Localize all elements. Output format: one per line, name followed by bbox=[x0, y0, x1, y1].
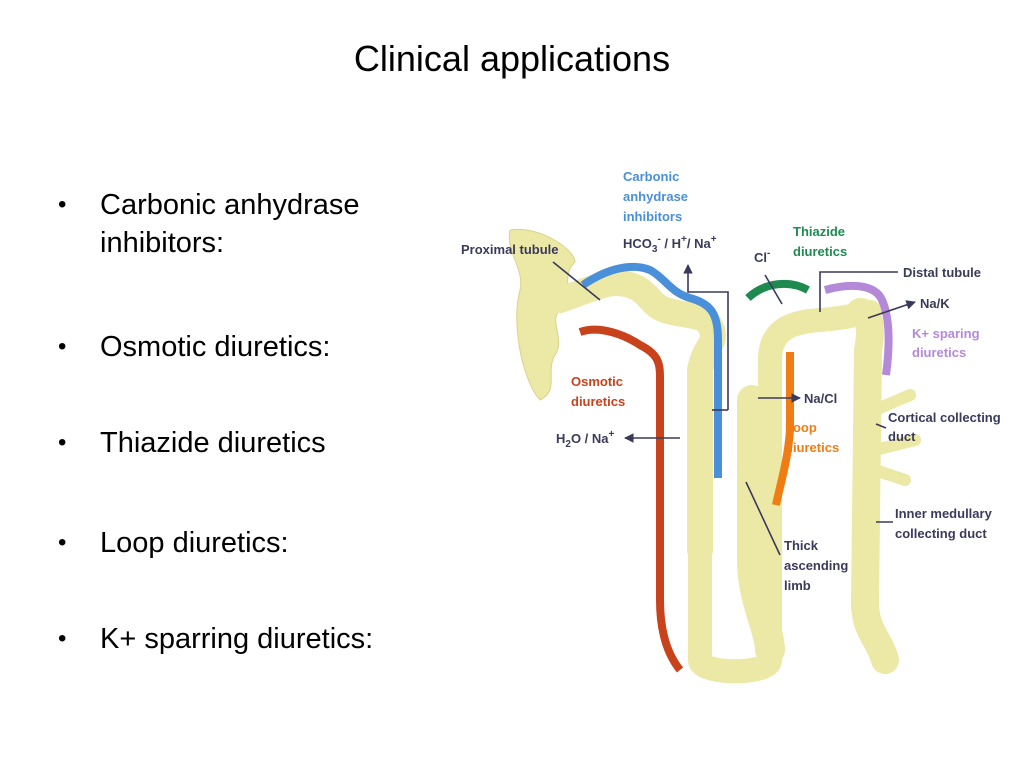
osmotic-label-line1: Osmotic bbox=[571, 374, 623, 389]
bullet-text: Carbonic anhydrase inhibitors: bbox=[100, 189, 360, 259]
nephron-diagram: Carbonic anhydrase inhibitors HCO3- / H+… bbox=[461, 169, 1001, 684]
carbonic-label-line1: Carbonic bbox=[623, 169, 679, 184]
thick-pointer bbox=[745, 481, 781, 556]
thick-label-line3: limb bbox=[784, 578, 811, 593]
bullet-text: Loop diuretics: bbox=[100, 527, 289, 559]
bullet-dot: • bbox=[58, 625, 67, 652]
slide-title: Clinical applications bbox=[353, 38, 671, 79]
pointer-lines bbox=[552, 261, 916, 556]
bullet-text: Osmotic diuretics: bbox=[100, 331, 331, 363]
cortical-label-line1: Cortical collecting bbox=[888, 410, 1001, 425]
inner-label-line1: Inner medullary bbox=[895, 506, 993, 521]
h2o-label: H2O / Na+ bbox=[556, 429, 615, 450]
osmotic-diuretics-band bbox=[578, 325, 684, 673]
loop-diuretics-band bbox=[772, 352, 794, 506]
carbonic-anhydrase-band bbox=[580, 262, 722, 478]
nacl-label: Na/Cl bbox=[804, 391, 837, 406]
distal-tubule-label: Distal tubule bbox=[903, 265, 981, 280]
bullet-text: Thiazide diuretics bbox=[100, 427, 326, 459]
proximal-pointer bbox=[552, 261, 601, 301]
hco3-label: HCO3- / H+/ Na+ bbox=[623, 234, 717, 255]
osmotic-label-line2: diuretics bbox=[571, 394, 625, 409]
thiazide-label-line2: diuretics bbox=[793, 244, 847, 259]
nak-label: Na/K bbox=[920, 296, 950, 311]
thiazide-label-line1: Thiazide bbox=[793, 224, 845, 239]
loop-of-henle-shape bbox=[688, 300, 882, 684]
distal-pointer bbox=[819, 271, 898, 312]
duct-branch-shape bbox=[869, 464, 911, 486]
bullet-dot: • bbox=[58, 191, 67, 218]
bullet-dot: • bbox=[58, 529, 67, 556]
cl-label: Cl- bbox=[754, 248, 770, 265]
cortical-label-line2: duct bbox=[888, 429, 916, 444]
proximal-tubule-shape bbox=[547, 269, 726, 563]
proximal-tubule-label: Proximal tubule bbox=[461, 242, 559, 257]
bullet-text: K+ sparring diuretics: bbox=[100, 623, 374, 655]
k-sparing-label-line1: K+ sparing bbox=[912, 326, 980, 341]
glomerulus-shape bbox=[508, 228, 576, 401]
loop-label-line2: diuretics bbox=[785, 440, 839, 455]
k-sparing-label-line2: diuretics bbox=[912, 345, 966, 360]
inner-label-line2: collecting duct bbox=[895, 526, 987, 541]
carbonic-arrow bbox=[683, 264, 729, 410]
cortical-pointer bbox=[875, 423, 887, 429]
cl-pointer bbox=[764, 274, 783, 305]
thick-label-line2: ascending bbox=[784, 558, 848, 573]
bullet-dot: • bbox=[58, 333, 67, 360]
thick-ascending-limb-shape bbox=[737, 385, 785, 665]
nak-arrow bbox=[867, 300, 916, 319]
thick-label-line1: Thick bbox=[784, 538, 819, 553]
bullet-dot: • bbox=[58, 429, 67, 456]
carbonic-label-line2: anhydrase bbox=[623, 189, 688, 204]
carbonic-label-line3: inhibitors bbox=[623, 209, 682, 224]
duct-branch-shape bbox=[869, 389, 916, 416]
loop-label-line1: Loop bbox=[785, 420, 817, 435]
k-sparing-diuretics-band bbox=[823, 281, 893, 376]
collecting-duct-shape bbox=[846, 298, 899, 674]
duct-branch-shape bbox=[869, 434, 921, 456]
thiazide-diuretics-band bbox=[745, 279, 810, 302]
